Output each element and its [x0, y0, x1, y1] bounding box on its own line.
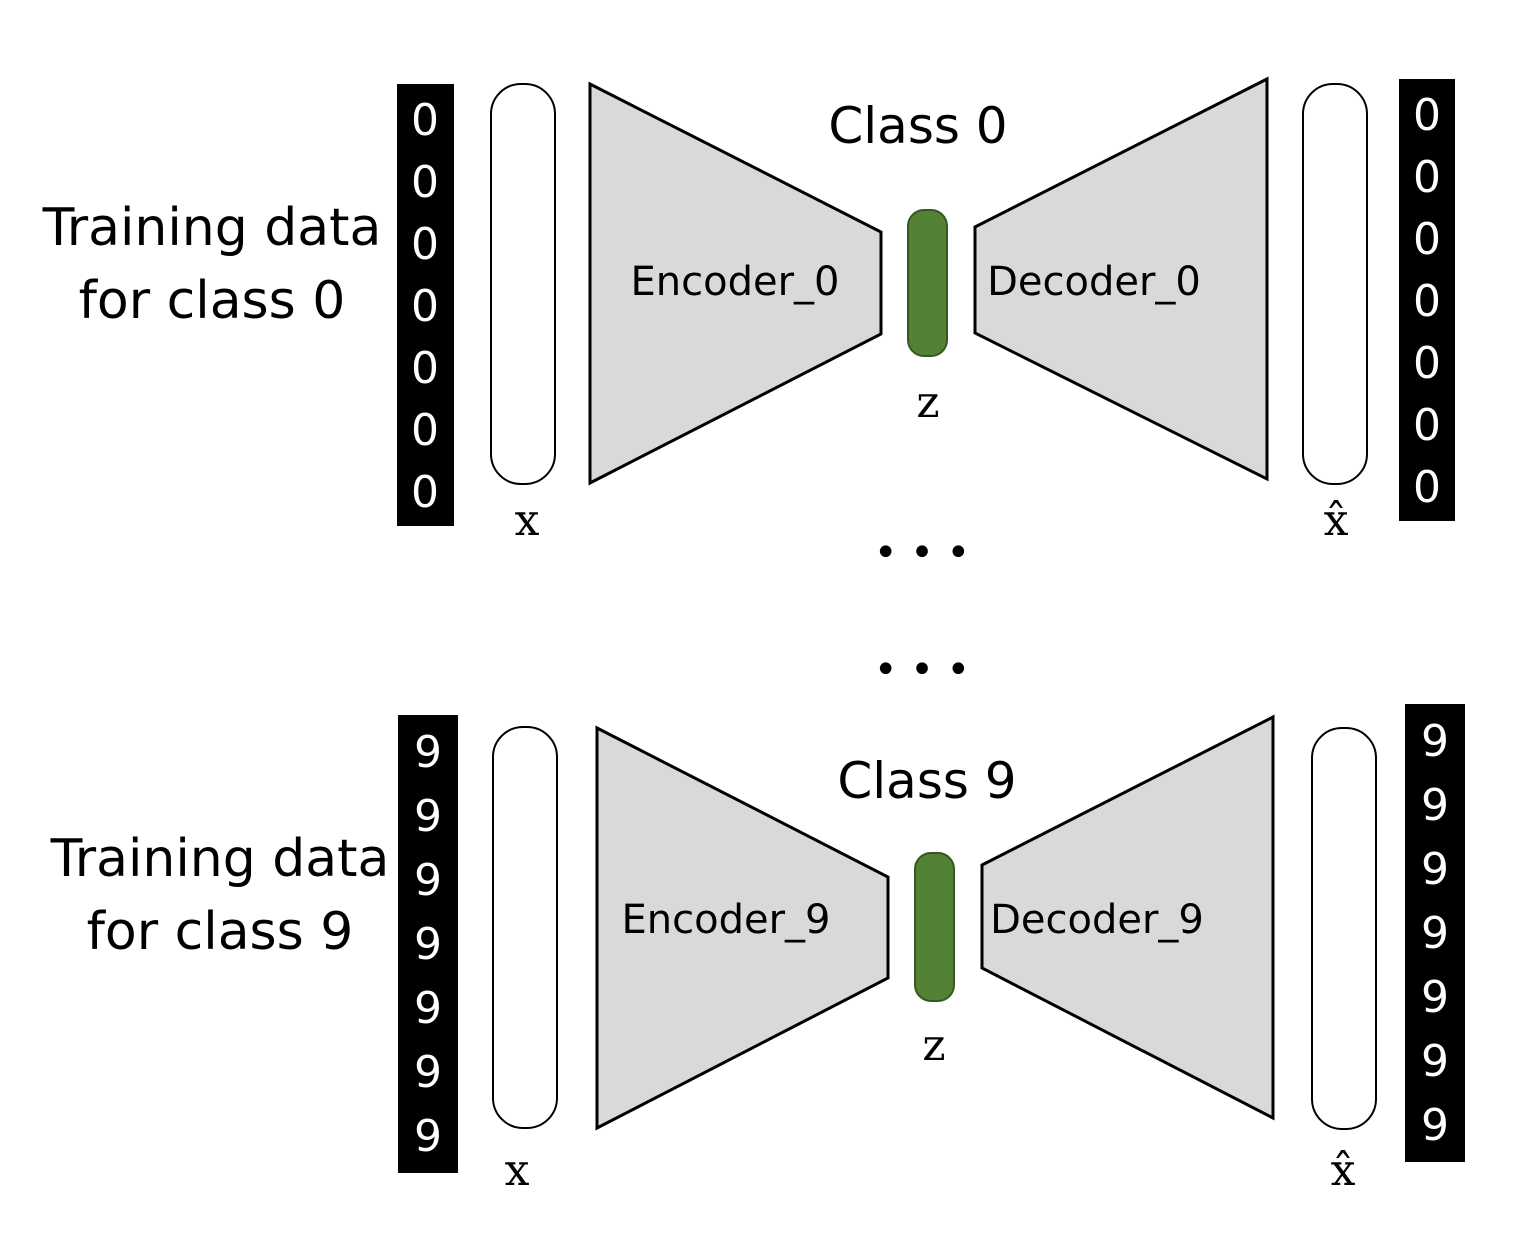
latent-label: z: [922, 1020, 945, 1071]
digit: 0: [411, 281, 439, 332]
training-label-line2: for class 9: [87, 902, 354, 962]
decoder-label: Decoder_0: [987, 259, 1201, 305]
latent-code: [907, 209, 948, 357]
digit: 0: [411, 343, 439, 394]
digit: 0: [1413, 214, 1441, 265]
digit: 0: [1413, 462, 1441, 513]
output-label: x̂: [1331, 1145, 1356, 1196]
output-vector: [1311, 727, 1377, 1130]
digit: 9: [414, 855, 442, 906]
digit: 0: [1413, 152, 1441, 203]
decoder-label: Decoder_9: [990, 897, 1204, 943]
output-digits: 9 9 9 9 9 9 9: [1421, 716, 1449, 1151]
digit: 0: [411, 467, 439, 518]
input-vector: [490, 83, 556, 485]
class-9-block: Training data for class 9 9 9 9 9 9 9 9 …: [50, 704, 1465, 1196]
digit: 9: [414, 1047, 442, 1098]
decoder-trapezoid: [973, 76, 1269, 482]
digit: 0: [1413, 338, 1441, 389]
encoder-trapezoid: [595, 725, 890, 1131]
ellipsis-separator-bottom: • • •: [874, 647, 970, 693]
input-digits: 9 9 9 9 9 9 9: [414, 727, 442, 1162]
input-label: x: [515, 495, 540, 546]
digit: 0: [411, 405, 439, 456]
latent-code: [914, 852, 955, 1002]
digit: 0: [411, 95, 439, 146]
input-digit-strip: [397, 84, 454, 526]
input-digit-strip: [398, 715, 458, 1173]
latent-label: z: [916, 377, 939, 428]
digit: 0: [1413, 90, 1441, 141]
digit: 0: [1413, 400, 1441, 451]
input-vector: [492, 726, 558, 1129]
digit: 9: [1421, 780, 1449, 831]
digit: 9: [414, 727, 442, 778]
encoder-label: Encoder_0: [631, 259, 840, 305]
class-title: Class 0: [828, 97, 1007, 155]
output-digits: 0 0 0 0 0 0 0: [1413, 90, 1441, 513]
digit: 0: [411, 157, 439, 208]
digit: 9: [414, 791, 442, 842]
output-digit-strip: [1405, 704, 1465, 1162]
digit: 9: [1421, 972, 1449, 1023]
digit: 9: [1421, 716, 1449, 767]
encoder-trapezoid: [588, 81, 883, 486]
digit: 0: [1413, 276, 1441, 327]
input-digits: 0 0 0 0 0 0 0: [411, 95, 439, 518]
encoder-label: Encoder_9: [622, 897, 831, 943]
output-vector: [1302, 83, 1368, 485]
ellipsis-separator-top: • • •: [874, 530, 970, 576]
digit: 0: [411, 219, 439, 270]
digit: 9: [1421, 1100, 1449, 1151]
output-label: x̂: [1324, 495, 1349, 546]
digit: 9: [414, 983, 442, 1034]
class-0-block: Training data for class 0 0 0 0 0 0 0 0 …: [42, 76, 1455, 546]
digit: 9: [414, 919, 442, 970]
decoder-trapezoid: [980, 714, 1275, 1121]
digit: 9: [414, 1111, 442, 1162]
input-label: x: [505, 1145, 530, 1196]
training-label-line1: Training data: [42, 198, 382, 258]
digit: 9: [1421, 908, 1449, 959]
output-digit-strip: [1399, 79, 1455, 521]
training-label-line2: for class 0: [79, 271, 346, 331]
training-label-line1: Training data: [50, 829, 390, 889]
class-title: Class 9: [837, 752, 1016, 810]
digit: 9: [1421, 844, 1449, 895]
digit: 9: [1421, 1036, 1449, 1087]
